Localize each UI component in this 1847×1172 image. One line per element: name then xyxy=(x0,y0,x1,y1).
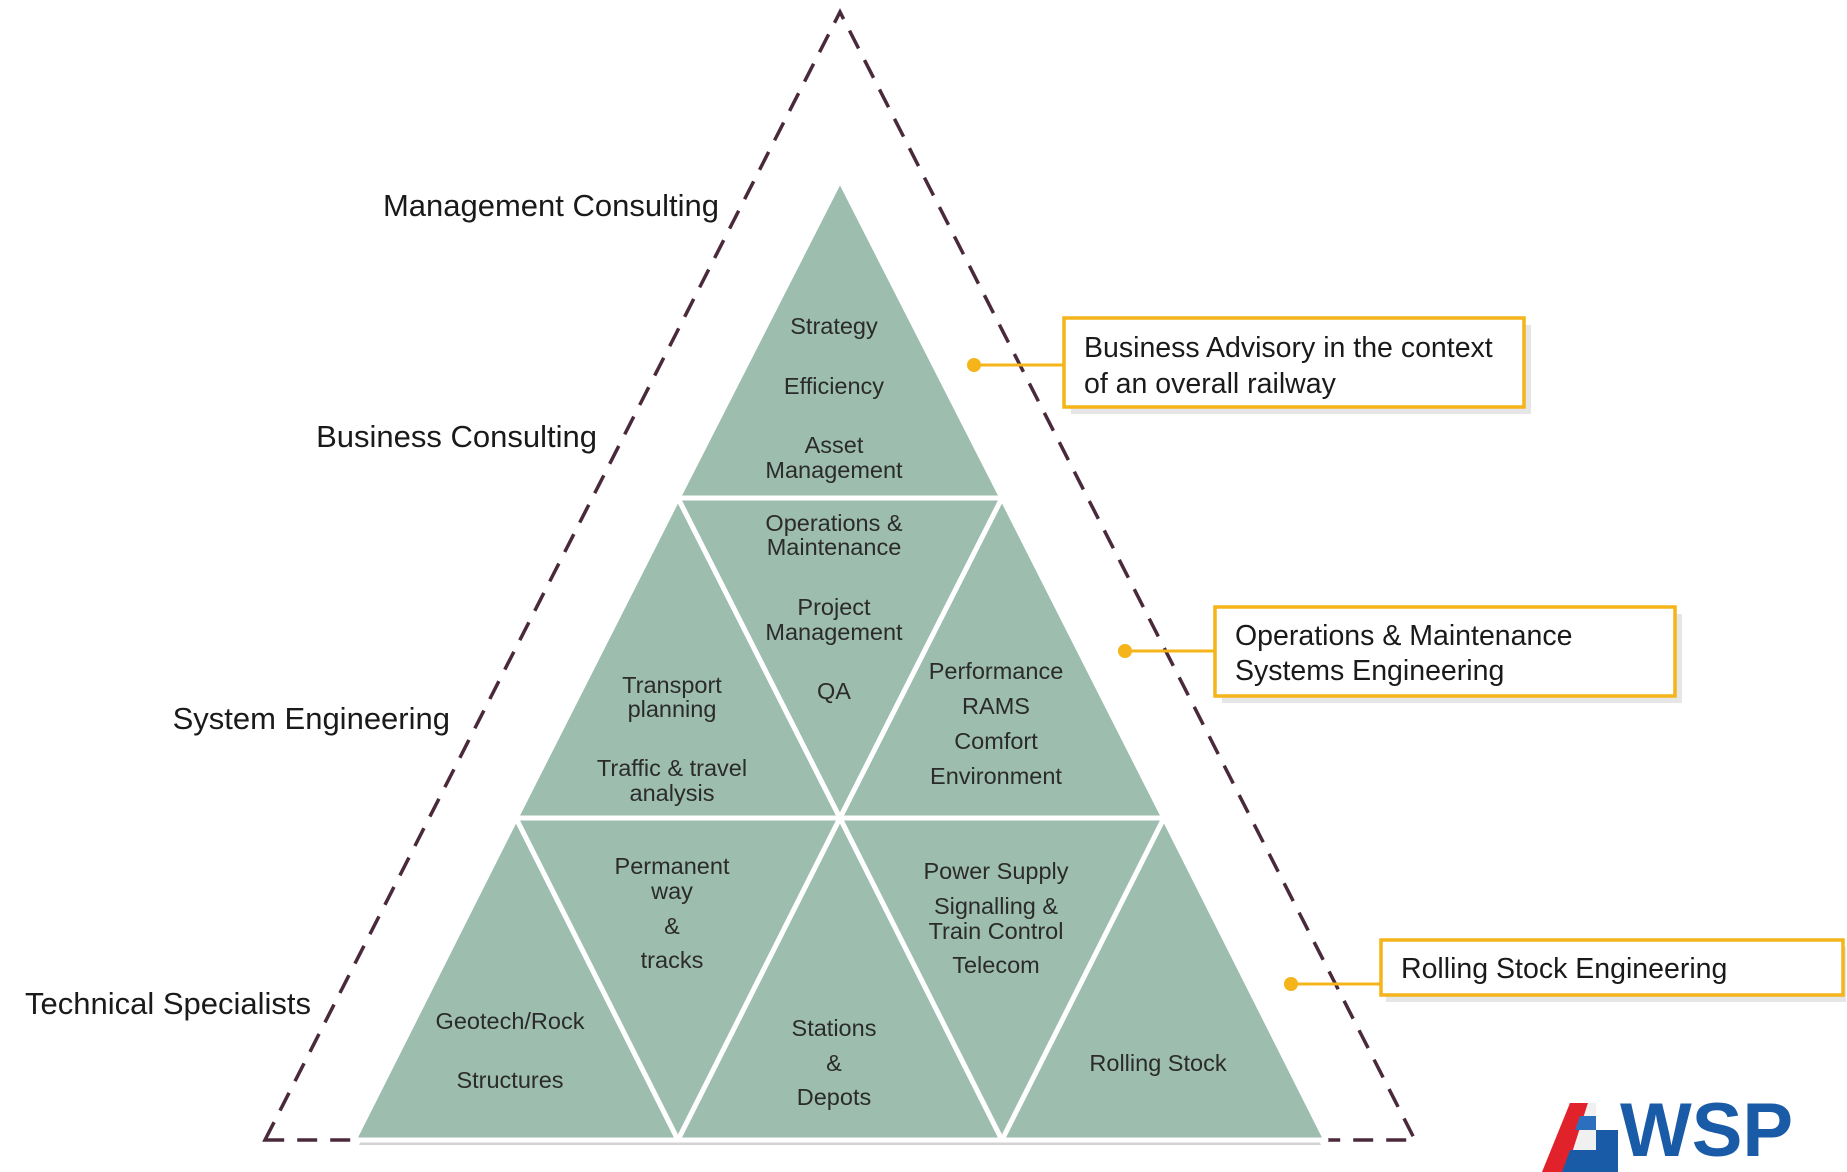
power-triangle-text: Power Supply Signalling & Train Control … xyxy=(924,858,1069,978)
transport-triangle-text: Transport planning Traffic & travel anal… xyxy=(597,672,747,806)
text-strategy: Strategy xyxy=(790,313,878,339)
callout-business-line-1: Business Advisory in the context xyxy=(1084,332,1493,364)
text-qa: QA xyxy=(817,678,851,704)
text-traffic-travel: Traffic & travel xyxy=(597,755,747,781)
text-permanent: Permanent xyxy=(615,853,730,879)
text-stations-ampersand: & xyxy=(826,1050,842,1076)
performance-triangle-text: Performance RAMS Comfort Environment xyxy=(929,658,1064,789)
text-transport: Transport xyxy=(622,672,722,698)
text-stations: Stations xyxy=(792,1015,877,1041)
callout-dot xyxy=(1118,644,1132,658)
wsp-logo-text: WSP xyxy=(1620,1088,1793,1172)
text-way: way xyxy=(650,878,693,904)
level-labels: Management Consulting Business Consultin… xyxy=(25,188,719,1021)
level-system-engineering: System Engineering xyxy=(173,701,450,736)
callout-operations-line-2: Systems Engineering xyxy=(1235,655,1504,687)
text-efficiency: Efficiency xyxy=(784,373,884,399)
text-signalling: Signalling & xyxy=(934,893,1058,919)
level-technical-specialists: Technical Specialists xyxy=(25,986,311,1021)
text-depots: Depots xyxy=(797,1084,871,1110)
text-asset-management: Management xyxy=(765,457,903,483)
text-environment: Environment xyxy=(930,763,1062,789)
callout-operations-line-1: Operations & Maintenance xyxy=(1235,620,1572,652)
text-planning: planning xyxy=(628,696,717,722)
text-performance: Performance xyxy=(929,658,1064,684)
text-structures: Structures xyxy=(456,1067,563,1093)
callout-business-advisory: Business Advisory in the context of an o… xyxy=(967,316,1531,414)
stations-triangle-text: Stations & Depots xyxy=(792,1015,877,1110)
text-project-management: Management xyxy=(765,619,903,645)
text-comfort: Comfort xyxy=(954,728,1038,754)
callout-dot xyxy=(1284,977,1298,991)
text-geotech: Geotech/Rock xyxy=(436,1008,585,1034)
text-power-supply: Power Supply xyxy=(924,858,1069,884)
level-management-consulting: Management Consulting xyxy=(383,188,719,223)
wsp-logo-mark xyxy=(1542,1103,1618,1172)
callout-dot xyxy=(967,358,981,372)
text-analysis: analysis xyxy=(630,780,715,806)
cell-rolling-stock xyxy=(999,815,1329,1143)
permanent-triangle-text: Permanent way & tracks xyxy=(615,853,730,973)
text-tracks: tracks xyxy=(641,947,704,973)
wsp-logo: WSP xyxy=(1542,1088,1793,1172)
geotech-triangle-text: Geotech/Rock Structures xyxy=(436,1008,585,1093)
callout-rolling-stock: Rolling Stock Engineering xyxy=(1284,938,1846,1002)
pyramid-cells xyxy=(351,177,1329,1143)
callout-operations-maintenance: Operations & Maintenance Systems Enginee… xyxy=(1118,605,1682,703)
text-project: Project xyxy=(797,594,871,620)
rolling-triangle-text: Rolling Stock xyxy=(1089,1050,1226,1076)
text-maintenance: Maintenance xyxy=(767,534,902,560)
operations-triangle-text: Operations & Maintenance Project Managem… xyxy=(765,510,903,704)
text-operations: Operations & xyxy=(765,510,902,536)
text-ampersand: & xyxy=(664,913,680,939)
text-asset: Asset xyxy=(805,432,864,458)
callout-business-line-2: of an overall railway xyxy=(1084,368,1337,400)
level-business-consulting: Business Consulting xyxy=(316,419,597,454)
callout-rolling-line-1: Rolling Stock Engineering xyxy=(1401,953,1727,985)
text-train-control: Train Control xyxy=(929,918,1064,944)
text-rolling-stock: Rolling Stock xyxy=(1089,1050,1226,1076)
top-triangle-text: Strategy Efficiency Asset Management xyxy=(765,313,903,483)
text-rams: RAMS xyxy=(962,693,1030,719)
text-telecom: Telecom xyxy=(952,952,1040,978)
